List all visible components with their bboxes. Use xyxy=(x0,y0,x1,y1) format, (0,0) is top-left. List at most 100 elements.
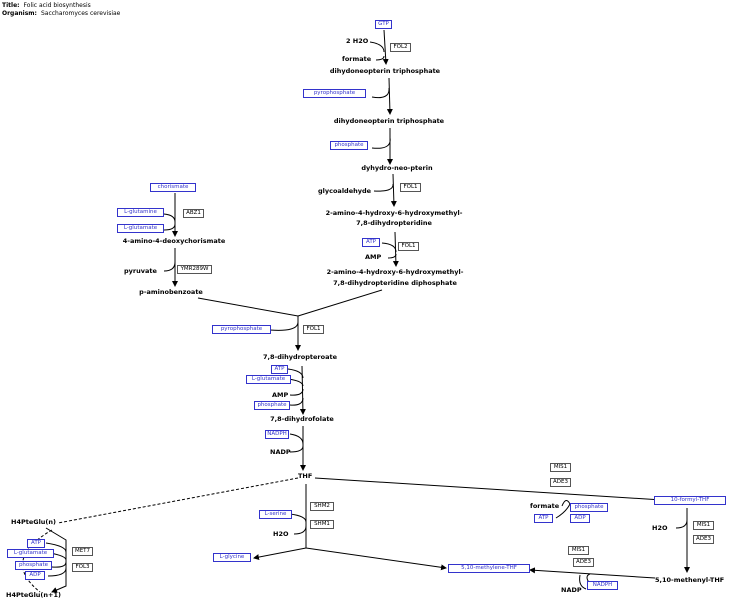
enzyme-fol1-a[interactable]: FOL1 xyxy=(400,183,421,192)
edge-formate-right-in xyxy=(561,500,571,507)
compound-7-8-dihydropteroate: 7,8-dihydropteroate xyxy=(262,353,338,361)
enzyme-fol1-b[interactable]: FOL1 xyxy=(398,242,419,251)
edge-phosphate-out xyxy=(371,137,391,149)
compound-5-10-methenyl-thf: 5,10-methenyl-THF xyxy=(655,576,725,584)
enzyme-mis1-c[interactable]: MIS1 xyxy=(568,546,589,555)
compound-atp[interactable]: ATP xyxy=(362,238,380,247)
compound-adp[interactable]: ADP xyxy=(25,571,45,580)
enzyme-ymr289w[interactable]: YMR289W xyxy=(177,265,212,274)
compound-2-h2o: 2 H2O xyxy=(346,37,369,45)
edge-amp-out xyxy=(387,253,397,259)
edge-glycoaldehyde-out xyxy=(373,183,394,192)
compound-l-glutamate-2[interactable]: L-glutamate xyxy=(246,375,291,384)
compound-l-glutamine[interactable]: L-glutamine xyxy=(117,208,164,217)
edge-atp-in xyxy=(381,242,397,253)
enzyme-met7[interactable]: MET7 xyxy=(72,547,93,556)
enzyme-fol2[interactable]: FOL2 xyxy=(390,43,411,52)
compound-dyhydro-neo-pterin: dyhydro-neo-pterin xyxy=(361,164,433,172)
compound-amp: AMP xyxy=(365,253,382,261)
edge-atp4-in xyxy=(555,503,571,519)
edge-h2o-out xyxy=(293,525,307,535)
compound-nadp-2: NADP xyxy=(561,586,582,594)
compound-h2o: H2O xyxy=(273,530,289,538)
edge-polyglu-to-n1 xyxy=(45,527,67,593)
enzyme-fol1-c[interactable]: FOL1 xyxy=(303,325,324,334)
compound-amp-2: AMP xyxy=(272,391,289,399)
compound-atp-4[interactable]: ATP xyxy=(534,514,553,523)
title-label: Title: xyxy=(2,2,20,9)
compound-gtp[interactable]: GTP xyxy=(375,20,392,29)
enzyme-fol3[interactable]: FOL3 xyxy=(72,563,93,572)
edge-pyrophosphate-out xyxy=(371,87,390,99)
edge-glutamine-in xyxy=(163,213,176,223)
edge-nadp-out xyxy=(289,445,304,453)
compound-7-8-dihydrofolate: 7,8-dihydrofolate xyxy=(270,415,334,423)
edge-pyrophosphate2-out xyxy=(269,321,299,331)
enzyme-mis1-b[interactable]: MIS1 xyxy=(693,521,714,530)
diagram-title: Folic acid biosynthesis xyxy=(23,2,91,9)
compound-glycoaldehyde: glycoaldehyde xyxy=(318,187,372,195)
edge-nadph-in xyxy=(289,433,304,445)
compound-4-amino-4-deoxychorismate: 4-amino-4-deoxychorismate xyxy=(122,237,226,245)
edge-polyglu-loop xyxy=(22,529,53,593)
compound-pyrophosphate[interactable]: pyrophosphate xyxy=(303,89,366,98)
compound-adp-2[interactable]: ADP xyxy=(570,514,590,523)
compound-h4ptegu-n1: H4PteGlu(n+1) xyxy=(6,591,61,599)
compound-l-serine[interactable]: L-serine xyxy=(259,510,292,519)
enzyme-shm1[interactable]: SHM1 xyxy=(310,520,334,529)
edge-dyhydro-to-ahhm xyxy=(390,173,397,207)
enzyme-shm2[interactable]: SHM2 xyxy=(310,502,334,511)
compound-l-glutamate[interactable]: L-glutamate xyxy=(117,224,164,233)
compound-h4ptegu-n: H4PteGlu(n) xyxy=(11,518,57,526)
edge-formate-out xyxy=(375,55,385,61)
compound-10-formyl-thf[interactable]: 10-formyl-THF xyxy=(654,496,726,505)
edge-amp2-out xyxy=(289,388,304,396)
edge-diphosphate-to-join xyxy=(297,289,383,317)
compound-ahhm-diphosphate-line1: 2-amino-4-hydroxy-6-hydroxymethyl- xyxy=(326,268,464,276)
edge-branch-to-methylene xyxy=(305,547,447,571)
edge-dnp-to-dnp2 xyxy=(386,77,393,115)
edge-paba-to-join xyxy=(197,297,299,317)
edge-atp2-in xyxy=(287,368,304,379)
compound-phosphate-3[interactable]: phosphate xyxy=(15,561,52,570)
compound-p-aminobenzoate: p-aminobenzoate xyxy=(139,288,203,296)
title-row: Title:Folic acid biosynthesis xyxy=(2,2,120,10)
compound-phosphate-4[interactable]: phosphate xyxy=(570,503,608,512)
compound-chorismate[interactable]: chorismate xyxy=(150,183,196,192)
compound-pyruvate: pyruvate xyxy=(124,267,157,275)
compound-l-glycine[interactable]: L-glycine xyxy=(213,553,251,562)
enzyme-ade3-b[interactable]: ADE3 xyxy=(693,535,714,544)
compound-phosphate[interactable]: phosphate xyxy=(330,141,368,150)
compound-ahhm-line2: 7,8-dihydropteridine xyxy=(356,219,432,227)
edge-adp-out xyxy=(47,567,67,577)
compound-nadph[interactable]: NADPH xyxy=(265,430,289,439)
edge-serine-in xyxy=(289,513,307,523)
compound-thf: THF xyxy=(298,472,313,480)
compound-h2o-right: H2O xyxy=(652,524,668,532)
compound-phosphate-2[interactable]: phosphate xyxy=(254,401,290,410)
compound-l-glutamate-3[interactable]: L-glutamate xyxy=(7,549,54,558)
enzyme-abz1[interactable]: ABZ1 xyxy=(183,209,204,218)
edge-nadp2-out xyxy=(579,574,587,590)
compound-atp-2[interactable]: ATP xyxy=(271,365,288,374)
edge-branch-to-glycine xyxy=(253,547,307,561)
edge-atp3-in xyxy=(45,542,67,553)
enzyme-ade3-c[interactable]: ADE3 xyxy=(573,558,594,567)
edge-methenyl-to-methylene xyxy=(529,567,656,579)
edge-gtp-to-dnp xyxy=(382,29,389,65)
enzyme-mis1-a[interactable]: MIS1 xyxy=(550,463,571,472)
organism-row: Organism:Saccharomyces cerevisiae xyxy=(2,10,120,18)
edge-thf-to-formyl xyxy=(314,477,663,503)
compound-ahhm-diphosphate-line2: 7,8-dihydropteridine diphosphate xyxy=(333,279,457,287)
compound-pyrophosphate-2[interactable]: pyrophosphate xyxy=(212,325,271,334)
edge-pyruvate-out xyxy=(163,261,176,272)
compound-nadph-2[interactable]: NADPH xyxy=(587,581,618,590)
edge-phosphate3-out xyxy=(51,561,67,568)
compound-atp-3[interactable]: ATP xyxy=(27,539,45,548)
enzyme-ade3-a[interactable]: ADE3 xyxy=(550,478,571,487)
compound-5-10-methylene-thf[interactable]: 5,10-methylene-THF xyxy=(448,564,530,573)
edge-h2o-in xyxy=(369,41,385,53)
edge-glutamate-out xyxy=(163,223,176,231)
compound-nadp: NADP xyxy=(270,448,291,456)
